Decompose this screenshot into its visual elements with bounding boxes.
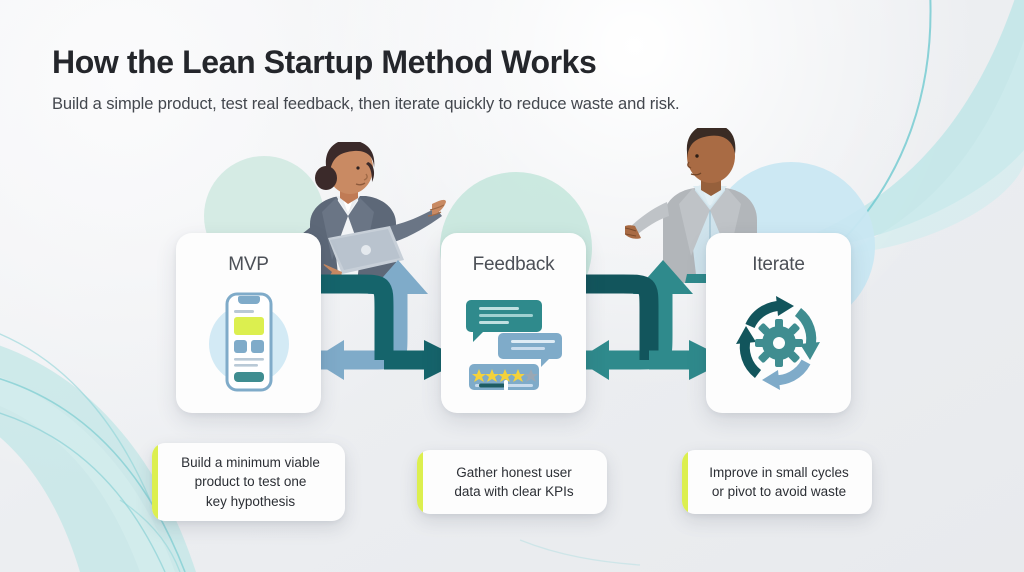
caption-accent-bar-mvp <box>152 443 158 521</box>
header: How the Lean Startup Method Works Build … <box>52 44 932 115</box>
decor-line-bottomleft-2 <box>0 412 166 572</box>
illustration-man-gesturing <box>625 128 759 283</box>
caption-text-feedback: Gather honest user data with clear KPIs <box>454 464 574 499</box>
arrowtail-left-1 <box>312 340 344 380</box>
star-rating <box>471 369 538 382</box>
caption-pointer-feedback <box>502 450 524 451</box>
caption-pointer-iterate <box>767 450 789 451</box>
stage-card-iterate[interactable]: Iterate <box>706 233 851 413</box>
gear-icon <box>754 319 803 367</box>
stage-title-feedback: Feedback <box>472 254 555 275</box>
chat-bubbles-rating-icon <box>465 300 562 391</box>
page-subtitle: Build a simple product, test real feedba… <box>52 94 680 113</box>
caption-accent-bar-iterate <box>682 450 688 514</box>
circular-arrows-gear-icon <box>735 296 820 390</box>
caption-feedback: Gather honest user data with clear KPIs <box>417 450 607 514</box>
stage-card-feedback[interactable]: Feedback <box>441 233 586 413</box>
smartphone-wireframe-icon <box>208 292 289 392</box>
stage-title-iterate: Iterate <box>752 254 805 275</box>
caption-mvp: Build a minimum viable product to test o… <box>152 443 345 521</box>
page-title: How the Lean Startup Method Works <box>52 44 597 80</box>
stage-card-mvp[interactable]: MVP <box>176 233 321 413</box>
arrowtail-left-2 <box>577 340 609 380</box>
stage-title-mvp: MVP <box>228 254 269 275</box>
caption-text-iterate: Improve in small cycles or pivot to avoi… <box>709 464 849 499</box>
caption-pointer-mvp <box>238 443 261 444</box>
caption-accent-bar-feedback <box>417 450 423 514</box>
caption-iterate: Improve in small cycles or pivot to avoi… <box>682 450 872 514</box>
caption-text-mvp: Build a minimum viable product to test o… <box>181 455 320 509</box>
decor-line-bottomleft-3 <box>0 333 151 501</box>
